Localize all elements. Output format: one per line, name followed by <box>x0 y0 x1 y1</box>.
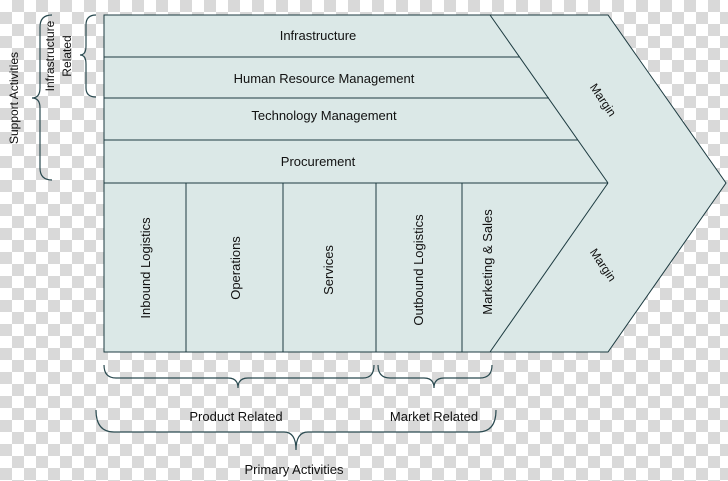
product-related-label: Product Related <box>189 409 282 424</box>
infrastructure-related-label-line1: Infrastructure <box>43 20 57 91</box>
market-related-label: Market Related <box>390 409 478 424</box>
support-activities-label: Support Activities <box>7 52 21 144</box>
primary-col-services: Services <box>321 245 336 295</box>
infrastructure-related-brace <box>79 14 97 98</box>
primary-col-outbound: Outbound Logistics <box>411 214 426 326</box>
primary-col-operations: Operations <box>228 236 243 300</box>
margin-separator-lower <box>489 182 609 353</box>
support-row-procurement: Procurement <box>281 154 356 169</box>
infrastructure-related-label-line2: Related <box>60 35 74 76</box>
primary-activities-label: Primary Activities <box>245 462 344 477</box>
market-related-brace <box>377 364 493 389</box>
support-row-technology: Technology Management <box>251 108 397 123</box>
support-row-infrastructure: Infrastructure <box>280 28 357 43</box>
margin-separator-upper <box>489 14 609 184</box>
primary-col-inbound: Inbound Logistics <box>138 217 153 319</box>
primary-activities-brace <box>95 409 497 451</box>
primary-col-marketing: Marketing & Sales <box>480 209 495 315</box>
support-activities-brace <box>31 14 53 181</box>
product-related-brace <box>103 364 375 389</box>
support-row-hrm: Human Resource Management <box>234 71 415 86</box>
